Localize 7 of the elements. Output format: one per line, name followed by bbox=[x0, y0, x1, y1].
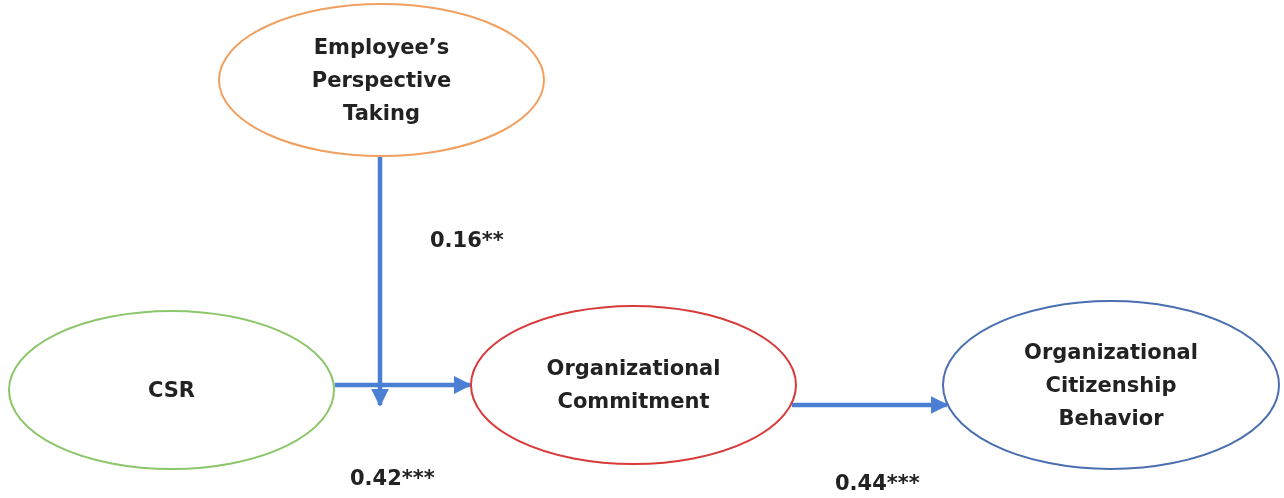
node-label: CSR bbox=[147, 376, 196, 404]
arrow bbox=[791, 396, 949, 414]
node-label: Organizational Commitment bbox=[545, 355, 722, 415]
arrow bbox=[371, 157, 389, 407]
node-label: Organizational Citizenship Behavior bbox=[1023, 338, 1199, 432]
arrow bbox=[334, 376, 472, 394]
node-label: Employee’s Perspective Taking bbox=[310, 33, 453, 127]
